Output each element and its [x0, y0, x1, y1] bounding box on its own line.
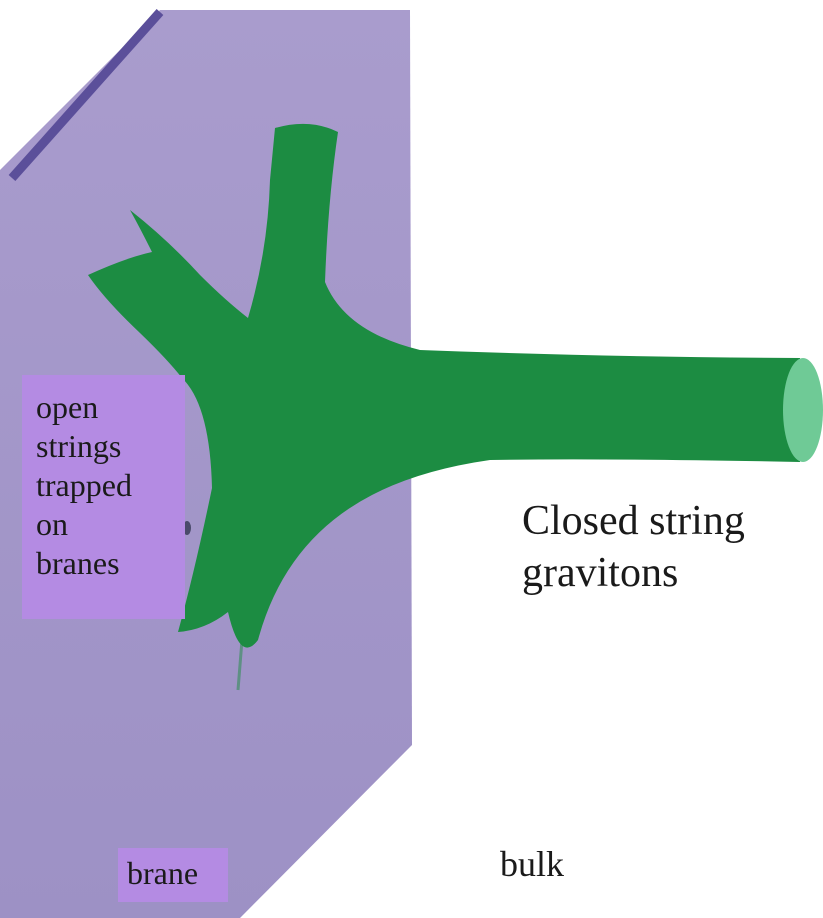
tube-end [783, 358, 823, 462]
bulk-label: bulk [500, 842, 564, 886]
brane-label: brane [127, 853, 198, 893]
closed-string-label: Closed string gravitons [522, 495, 745, 599]
open-strings-label: open strings trapped on branes [36, 388, 184, 583]
